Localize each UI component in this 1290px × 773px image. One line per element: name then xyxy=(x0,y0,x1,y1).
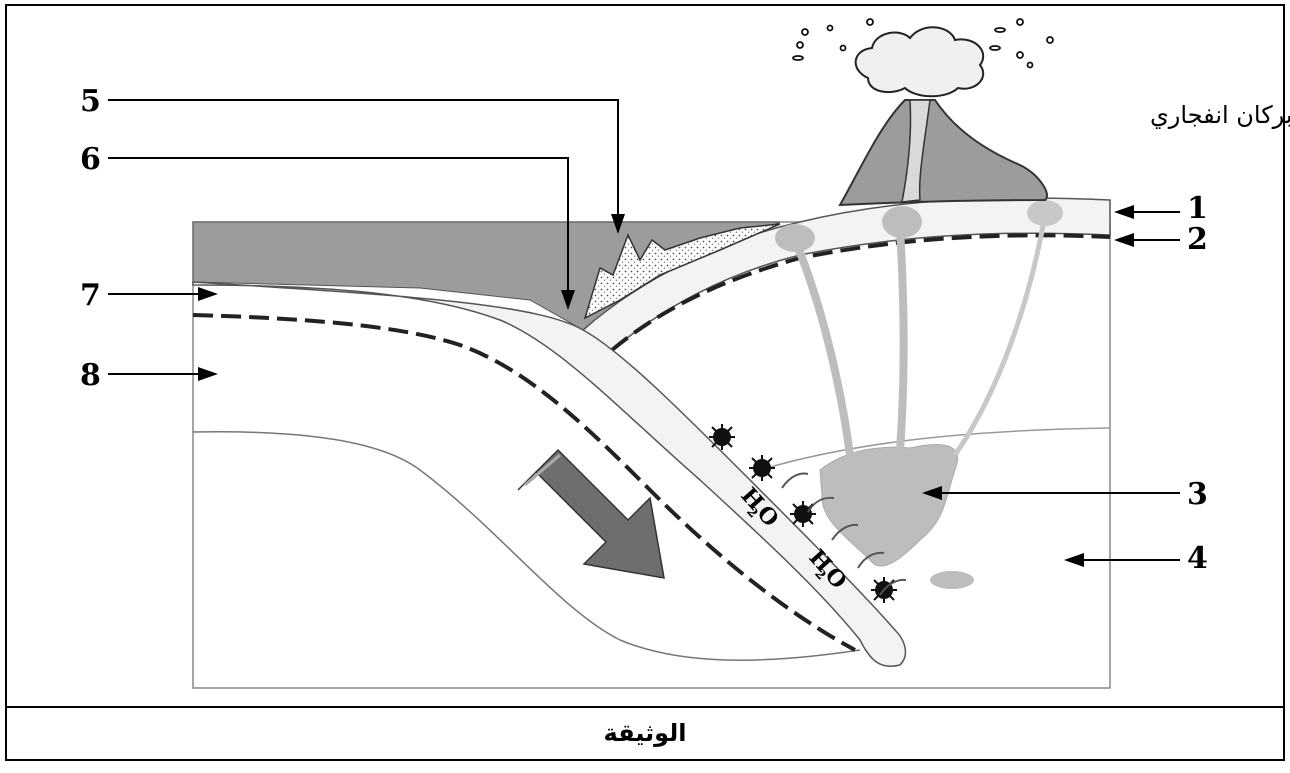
continental-moho xyxy=(610,233,1111,352)
sediment-prism xyxy=(583,223,781,320)
volcano-label: بركان انفجاري xyxy=(1150,101,1290,129)
magma-blob xyxy=(930,571,974,589)
svg-text:6: 6 xyxy=(80,142,101,177)
label-2: 2 xyxy=(1114,222,1208,257)
svg-text:3: 3 xyxy=(1187,477,1208,512)
label-5: 5 xyxy=(80,84,625,234)
label-1: 1 xyxy=(1114,191,1208,226)
subduction-direction-arrow xyxy=(517,448,665,579)
magma-pocket-right xyxy=(1027,200,1063,226)
outer-border xyxy=(5,4,1285,761)
asthenosphere-boundary xyxy=(192,431,861,661)
magma-pocket-left xyxy=(775,224,815,252)
label-8: 8 xyxy=(80,358,218,393)
svg-text:8: 8 xyxy=(80,358,101,393)
svg-text:1: 1 xyxy=(1187,191,1208,226)
svg-text:5: 5 xyxy=(80,84,101,119)
label-6: 6 xyxy=(80,142,575,310)
svg-text:4: 4 xyxy=(1187,541,1208,576)
label-4: 4 xyxy=(1064,541,1208,576)
svg-text:7: 7 xyxy=(80,278,101,313)
volcano-cone xyxy=(838,99,1048,207)
label-7: 7 xyxy=(80,278,218,313)
svg-text:2: 2 xyxy=(1187,222,1208,257)
document-caption: الوثيقة xyxy=(603,719,687,747)
label-3: 3 xyxy=(922,477,1208,512)
volcano-vent xyxy=(901,99,931,203)
eruption-cloud xyxy=(854,26,985,98)
water-release-arrows xyxy=(781,472,907,596)
magma-conduit-right xyxy=(952,214,1048,457)
ejecta-particles xyxy=(792,18,1054,69)
magma-pocket-middle xyxy=(882,206,922,238)
oceanic-plate xyxy=(192,281,907,667)
magma-conduit-left xyxy=(791,238,854,456)
magma-conduit-middle xyxy=(896,229,908,451)
oceanic-moho xyxy=(192,313,856,652)
mantle-boundary-right xyxy=(759,427,1111,471)
